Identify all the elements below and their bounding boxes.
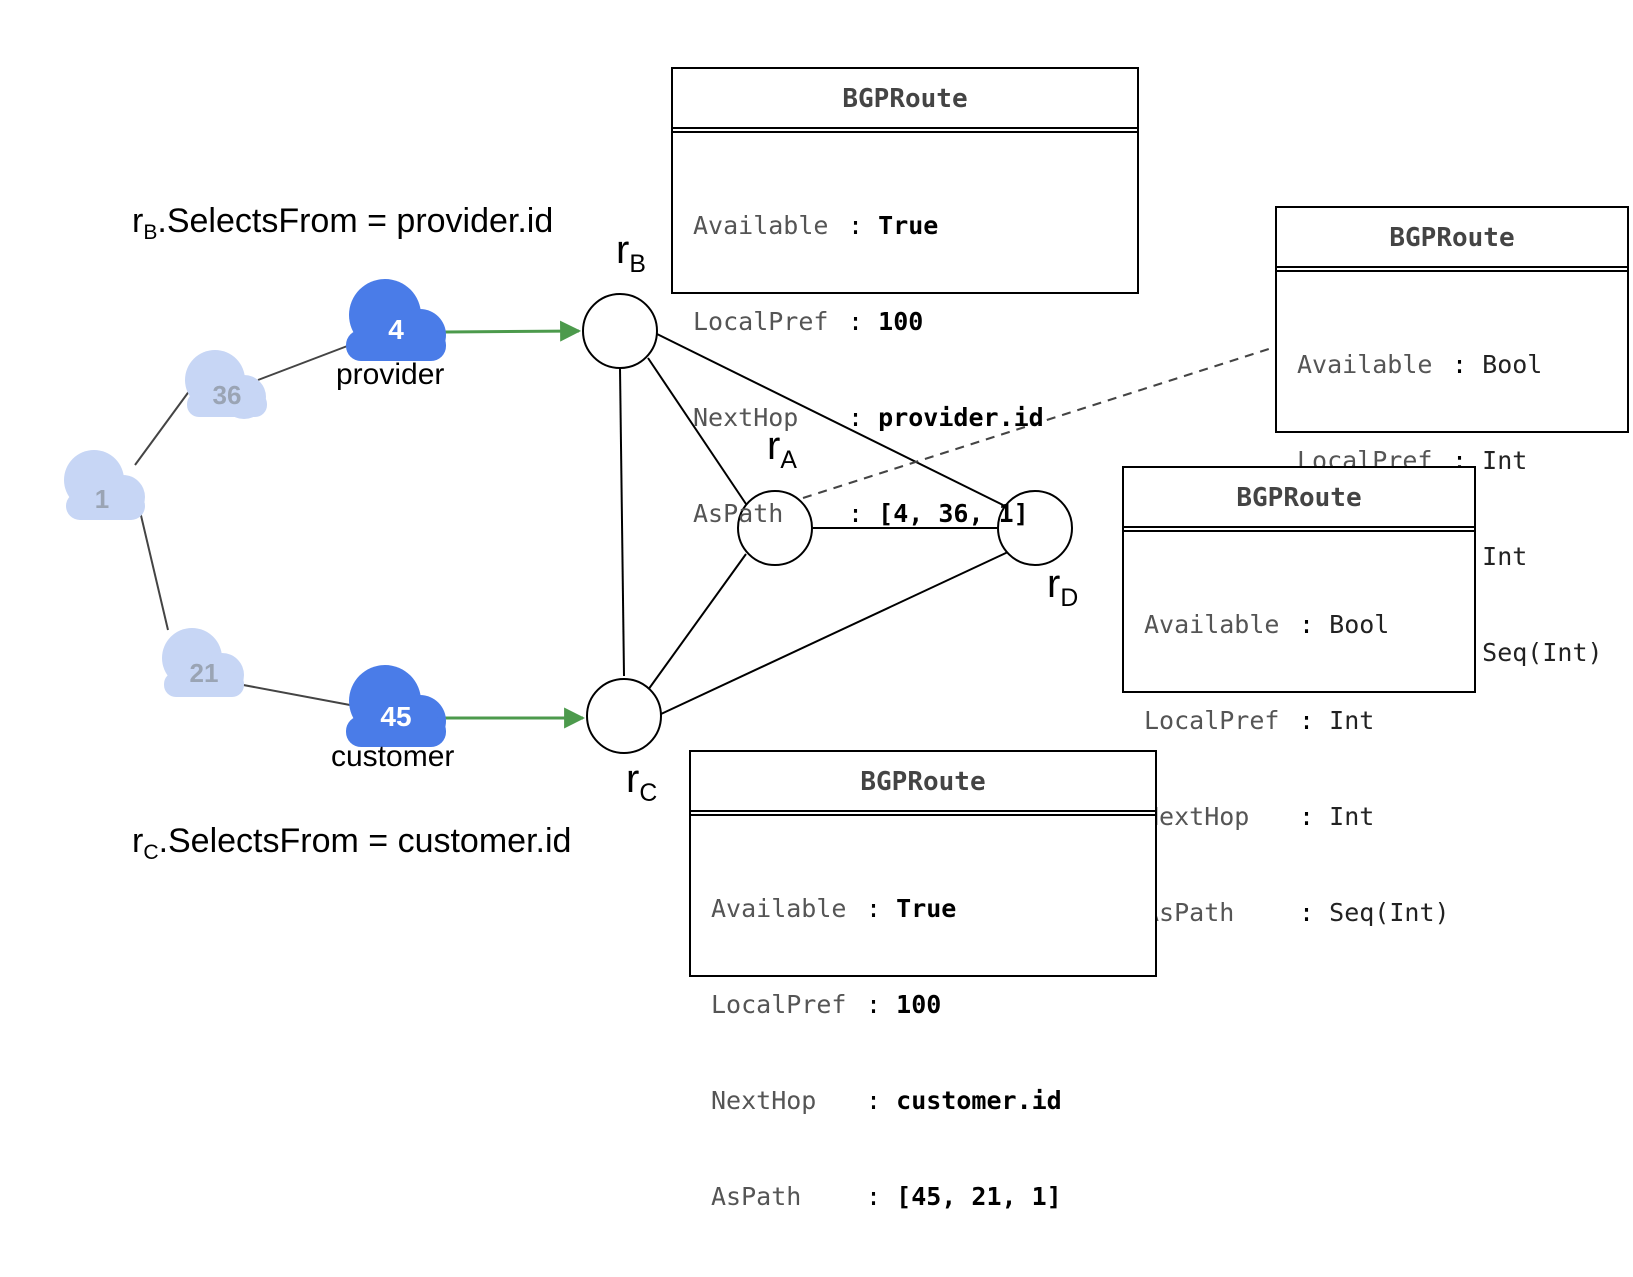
bgp-network-diagram: 1 36 21 4 45 — [64, 279, 1276, 754]
rb-selects-from: rB.SelectsFrom = provider.id — [132, 202, 554, 245]
cloud-as21-label: 21 — [190, 658, 219, 688]
route-row: NextHop : provider.id — [693, 403, 1044, 432]
bgp-route-box-rd: BGPRoute Available : Bool LocalPref : In… — [1122, 466, 1476, 927]
cloud-as1-label: 1 — [95, 484, 109, 514]
cloud-as21: 21 — [162, 628, 244, 697]
cloud-as36: 36 — [185, 350, 267, 419]
route-row: AsPath : [45, 21, 1] — [711, 1182, 1062, 1211]
bgp-route-title: BGPRoute — [673, 69, 1137, 133]
route-row: LocalPref : 100 — [693, 307, 924, 336]
link-as21-as45 — [237, 683, 351, 706]
route-row: Available : True — [693, 211, 939, 240]
router-rb-label: rB — [616, 228, 646, 278]
rc-selects-from: rC.SelectsFrom = customer.id — [132, 822, 572, 865]
bgp-route-box-rc: BGPRoute Available : True LocalPref : 10… — [689, 750, 1157, 1211]
cloud-as45-label: 45 — [380, 701, 411, 732]
dashed-link-ra-box — [802, 346, 1276, 499]
cloud-as45: 45 — [346, 665, 446, 747]
route-row: LocalPref : Int — [1144, 706, 1375, 735]
arrow-provider-rb — [444, 320, 582, 342]
route-row: Available : Bool — [1297, 350, 1543, 379]
bgp-route-title: BGPRoute — [1124, 468, 1474, 532]
edge-ra-rc — [647, 553, 747, 691]
bgp-route-box-ra: BGPRoute Available : Bool LocalPref : In… — [1275, 206, 1629, 667]
route-row: AsPath : Seq(Int) — [1144, 898, 1450, 927]
router-rc-label: rC — [626, 757, 658, 807]
edge-rb-rc — [619, 367, 625, 677]
link-as1-as36 — [134, 389, 191, 466]
cloud-as4-label: 4 — [388, 314, 404, 345]
cloud-as1: 1 — [64, 450, 145, 520]
bgp-route-title: BGPRoute — [1277, 208, 1627, 272]
cloud-as36-label: 36 — [213, 380, 242, 410]
route-row: AsPath : [4, 36, 1] — [693, 499, 1029, 528]
cloud-as4: 4 — [346, 279, 446, 361]
edge-rc-rd — [660, 551, 1009, 715]
bgp-route-box-rb: BGPRoute Available : True LocalPref : 10… — [671, 67, 1139, 528]
router-rd-label: rD — [1047, 562, 1079, 612]
router-rc — [586, 678, 662, 754]
router-ra — [737, 490, 813, 566]
route-row: NextHop : customer.id — [711, 1086, 1062, 1115]
link-as36-as4 — [257, 344, 351, 381]
bgp-route-title: BGPRoute — [691, 752, 1155, 816]
router-ra-label: rA — [767, 424, 797, 474]
provider-label: provider — [336, 358, 445, 391]
route-row: Available : Bool — [1144, 610, 1390, 639]
edge-rb-rd — [656, 333, 1004, 506]
router-rd — [997, 490, 1073, 566]
customer-label: customer — [331, 740, 455, 773]
router-rb — [582, 293, 658, 369]
route-row: NextHop : Int — [1144, 802, 1375, 831]
route-row: LocalPref : 100 — [711, 990, 942, 1019]
edge-rb-ra — [647, 357, 747, 505]
route-row: Available : True — [711, 894, 957, 923]
